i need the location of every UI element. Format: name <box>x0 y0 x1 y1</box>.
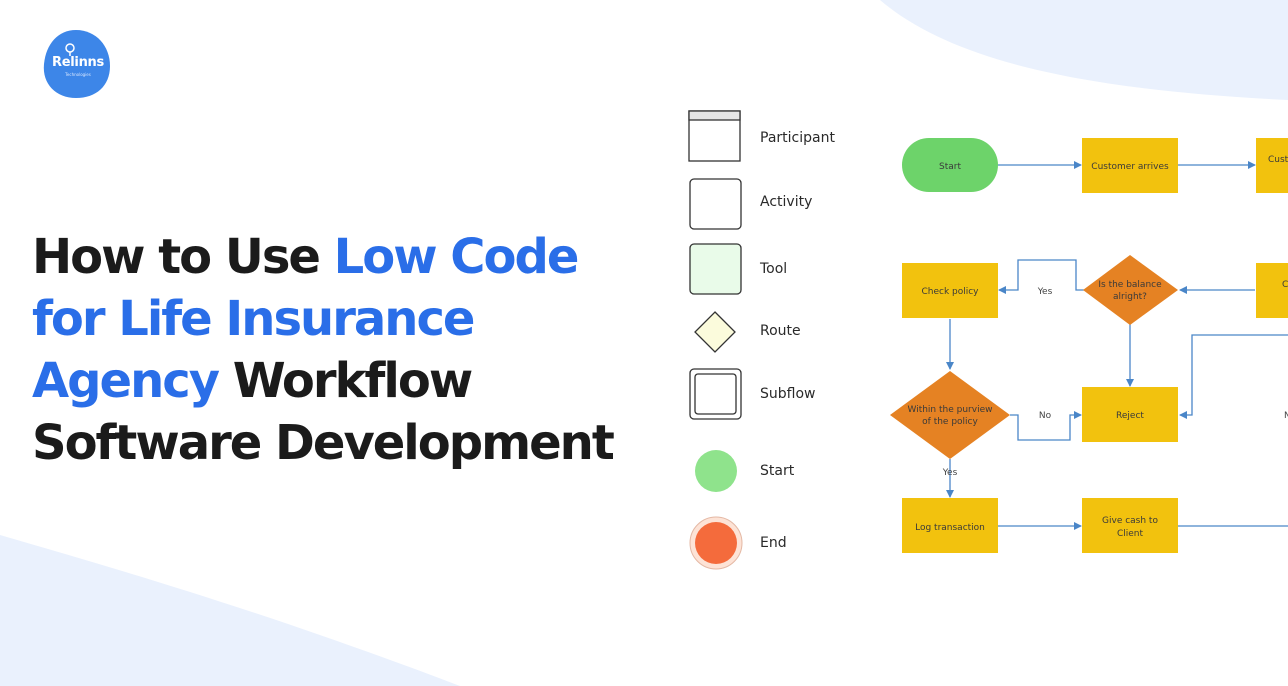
legend-participant-label: Participant <box>760 130 835 146</box>
logo-name: Relinns <box>52 55 104 70</box>
start-icon <box>695 450 737 492</box>
partial-top-right-label: Custo <box>1268 155 1288 165</box>
legend-route-label: Route <box>760 323 801 339</box>
title-part-2: Workflow Software Development <box>32 353 615 471</box>
balance-decision-label-2: alright? <box>1113 292 1147 302</box>
legend-subflow-label: Subflow <box>760 386 816 402</box>
reject-node <box>1082 387 1178 442</box>
subflow-icon <box>689 368 742 420</box>
partial-top-right-node <box>1256 138 1288 193</box>
logo-tagline: Technologies <box>65 72 91 77</box>
customer-arrives-node <box>1082 138 1178 193</box>
flow-edges <box>946 161 1288 530</box>
edge-label-balance-yes: Yes <box>1037 287 1053 297</box>
legend-activity-label: Activity <box>760 194 813 210</box>
title-part-1: How to Use <box>32 229 334 285</box>
title-highlight: Low Code for Life Insurance Agency <box>32 229 579 409</box>
check-policy-label: Check policy <box>921 287 979 297</box>
tool-icon <box>689 243 742 295</box>
purview-decision-node <box>890 371 1010 459</box>
purview-decision-label-2: of the policy <box>922 417 978 427</box>
give-cash-label-2: Client <box>1117 529 1144 539</box>
log-transaction-label: Log transaction <box>915 523 985 533</box>
participant-icon <box>688 110 741 162</box>
edge-label-partial-right: N <box>1284 411 1288 421</box>
reject-label: Reject <box>1116 411 1144 421</box>
edge-label-purview-no: No <box>1039 411 1052 421</box>
page-title: How to Use Low Code for Life Insurance A… <box>32 226 652 474</box>
start-node-label: Start <box>939 162 961 172</box>
check-policy-node <box>902 263 998 318</box>
legend-end-label: End <box>760 535 787 551</box>
purview-decision-label-1: Within the purview <box>908 405 993 415</box>
log-transaction-node <box>902 498 998 553</box>
route-icon <box>694 311 736 353</box>
start-node <box>902 138 998 192</box>
legend-start-label: Start <box>760 463 795 479</box>
partial-mid-right-label: C <box>1282 280 1288 290</box>
activity-icon <box>689 178 742 230</box>
give-cash-label-1: Give cash to <box>1102 516 1158 526</box>
balance-decision-node <box>1083 255 1178 325</box>
customer-arrives-label: Customer arrives <box>1091 162 1169 172</box>
edge-label-purview-yes: Yes <box>942 468 958 478</box>
balance-decision-label-1: Is the balance <box>1098 280 1162 290</box>
legend-tool-label: Tool <box>760 261 788 277</box>
end-icon <box>689 516 743 570</box>
logo-badge <box>43 30 110 98</box>
give-cash-node <box>1082 498 1178 553</box>
partial-mid-right-node <box>1256 263 1288 318</box>
